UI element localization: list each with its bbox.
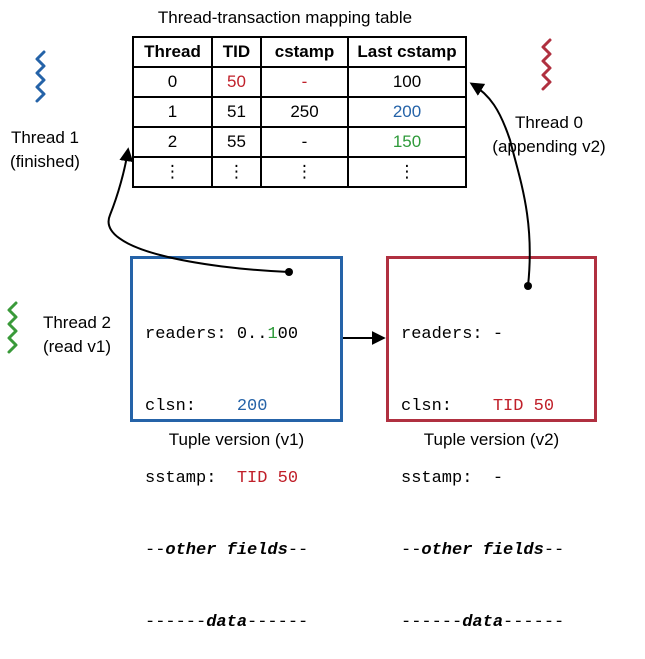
thread-0-name: Thread 0 bbox=[514, 113, 584, 132]
v2-data-line: ------data------ bbox=[401, 611, 594, 635]
table-row: 2 55 - 150 bbox=[132, 126, 467, 158]
v1-other-post: -- bbox=[287, 541, 309, 560]
thread-0-status: (appending v2) bbox=[492, 137, 606, 156]
cell-thread: 0 bbox=[132, 66, 213, 98]
v1-readers-line: readers: 0..100 bbox=[145, 323, 340, 347]
thread-1-name: Thread 1 bbox=[10, 128, 80, 147]
v2-clsn-line: clsn: TID 50 bbox=[401, 395, 594, 419]
thread-transaction-table: Thread TID cstamp Last cstamp 0 50 - 100… bbox=[132, 36, 467, 188]
cell-cstamp: 250 bbox=[260, 96, 349, 128]
tuple-v1-caption: Tuple version (v1) bbox=[168, 430, 305, 449]
v1-other-fields-line: --other fields-- bbox=[145, 539, 340, 563]
thread-2-label: Thread 2 (read v1) bbox=[32, 311, 122, 359]
v1-other-mid: other fields bbox=[165, 541, 288, 560]
cell-tid: 51 bbox=[211, 96, 262, 128]
tuple-v2-caption: Tuple version (v2) bbox=[423, 430, 560, 449]
cell-thread: 1 bbox=[132, 96, 213, 128]
tuple-version-v2: readers: - clsn: TID 50 sstamp: - --othe… bbox=[386, 256, 597, 632]
table-row: 1 51 250 200 bbox=[132, 96, 467, 128]
v2-readers-line: readers: - bbox=[401, 323, 594, 347]
thread-1-squiggle-icon bbox=[35, 50, 46, 103]
v1-sstamp-val: TID 50 bbox=[236, 469, 299, 488]
cell-last-cstamp: ⋮ bbox=[347, 156, 467, 188]
thread-2-squiggle-icon bbox=[7, 301, 18, 354]
cell-thread: ⋮ bbox=[132, 156, 213, 188]
cell-tid: 55 bbox=[211, 126, 262, 158]
v1-readers-val-a: 0.. bbox=[236, 325, 268, 344]
table-row: ⋮ ⋮ ⋮ ⋮ bbox=[132, 156, 467, 188]
table-header-row: Thread TID cstamp Last cstamp bbox=[132, 36, 467, 68]
thread-1-label: Thread 1 (finished) bbox=[0, 126, 90, 174]
v1-data-mid: data bbox=[206, 613, 248, 632]
header-last-cstamp: Last cstamp bbox=[347, 36, 467, 68]
v2-data-pre: ------ bbox=[401, 613, 463, 632]
v1-sstamp-line: sstamp: TID 50 bbox=[145, 467, 340, 491]
v1-clsn-line: clsn: 200 bbox=[145, 395, 340, 419]
thread-1-status: (finished) bbox=[10, 152, 80, 171]
v2-other-mid: other fields bbox=[421, 541, 544, 560]
v2-sstamp-key: sstamp: bbox=[401, 469, 493, 488]
cell-tid: ⋮ bbox=[211, 156, 262, 188]
v1-readers-val-b: 1 bbox=[267, 325, 278, 344]
header-tid: TID bbox=[211, 36, 262, 68]
v1-data-pre: ------ bbox=[145, 613, 207, 632]
v2-readers-key: readers: bbox=[401, 325, 493, 344]
v2-sstamp-line: sstamp: - bbox=[401, 467, 594, 491]
cell-cstamp: - bbox=[260, 66, 349, 98]
cell-thread: 2 bbox=[132, 126, 213, 158]
tuple-version-v1: readers: 0..100 clsn: 200 sstamp: TID 50… bbox=[130, 256, 343, 632]
cell-last-cstamp: 200 bbox=[347, 96, 467, 128]
cell-cstamp: - bbox=[260, 126, 349, 158]
v1-readers-key: readers: bbox=[145, 325, 237, 344]
v2-other-pre: -- bbox=[401, 541, 422, 560]
v1-sstamp-key: sstamp: bbox=[145, 469, 237, 488]
v1-clsn-key: clsn: bbox=[145, 397, 237, 416]
v1-readers-val-c: 00 bbox=[277, 325, 299, 344]
header-cstamp: cstamp bbox=[260, 36, 349, 68]
v2-data-post: ------ bbox=[503, 613, 565, 632]
table-title: Thread-transaction mapping table bbox=[157, 8, 413, 27]
cell-last-cstamp: 100 bbox=[347, 66, 467, 98]
v2-readers-val: - bbox=[492, 325, 504, 344]
header-thread: Thread bbox=[132, 36, 213, 68]
table-row: 0 50 - 100 bbox=[132, 66, 467, 98]
v2-other-post: -- bbox=[543, 541, 565, 560]
v1-clsn-val: 200 bbox=[236, 397, 268, 416]
thread-0-label: Thread 0 (appending v2) bbox=[476, 111, 622, 159]
v1-other-pre: -- bbox=[145, 541, 166, 560]
cell-tid: 50 bbox=[211, 66, 262, 98]
v2-other-fields-line: --other fields-- bbox=[401, 539, 594, 563]
v1-data-post: ------ bbox=[247, 613, 309, 632]
v1-data-line: ------data------ bbox=[145, 611, 340, 635]
thread-0-squiggle-icon bbox=[541, 38, 552, 91]
cell-last-cstamp: 150 bbox=[347, 126, 467, 158]
thread-2-status: (read v1) bbox=[42, 337, 112, 356]
v2-sstamp-val: - bbox=[492, 469, 504, 488]
cell-cstamp: ⋮ bbox=[260, 156, 349, 188]
v2-data-mid: data bbox=[462, 613, 504, 632]
thread-2-name: Thread 2 bbox=[42, 313, 112, 332]
v2-clsn-val: TID 50 bbox=[492, 397, 555, 416]
v2-clsn-key: clsn: bbox=[401, 397, 493, 416]
